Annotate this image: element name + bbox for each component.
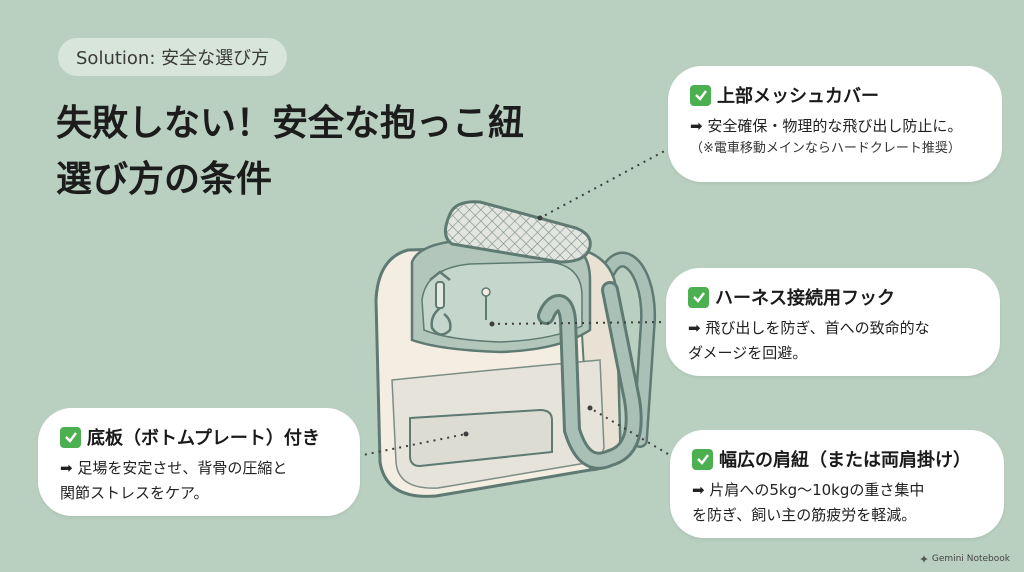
check-icon bbox=[60, 426, 81, 448]
title-line-1: 失敗しない！安全な抱っこ紐 bbox=[56, 103, 525, 144]
callout-heading: ハーネス接続用フック bbox=[715, 288, 895, 309]
gemini-logo-icon bbox=[919, 555, 928, 563]
callout-heading: 幅広の肩紐（または両肩掛け） bbox=[719, 450, 971, 471]
callout-body-line: ➡ 片肩への5kg〜10kgの重さ集中 bbox=[692, 481, 925, 499]
check-icon bbox=[690, 84, 711, 106]
harness-hook-icon bbox=[429, 270, 491, 336]
callout-body-line: ➡ 安全確保・物理的な飛び出し防止に。 bbox=[690, 117, 963, 135]
footer-credit: Gemini Notebook bbox=[919, 554, 1010, 564]
callout-wide-strap: 幅広の肩紐（または両肩掛け） ➡ 片肩への5kg〜10kgの重さ集中 を防ぎ、飼… bbox=[670, 430, 1004, 538]
check-icon bbox=[692, 448, 713, 470]
section-tag: Solution: 安全な選び方 bbox=[58, 38, 288, 76]
callout-body-line: 関節ストレスをケア。 bbox=[60, 484, 209, 502]
callout-mesh-cover: 上部メッシュカバー ➡ 安全確保・物理的な飛び出し防止に。 （※電車移動メインな… bbox=[668, 66, 1002, 182]
callout-bottom-plate: 底板（ボトムプレート）付き ➡ 足場を安定させ、背骨の圧縮と 関節ストレスをケア… bbox=[38, 408, 360, 516]
callout-body-line: を防ぎ、飼い主の筋疲労を軽減。 bbox=[692, 506, 917, 524]
title-line-2: 選び方の条件 bbox=[56, 159, 273, 200]
footer-text: Gemini Notebook bbox=[931, 554, 1010, 564]
callout-body-line: ダメージを回避。 bbox=[688, 344, 808, 362]
callout-body-line: ➡ 飛び出しを防ぎ、首への致命的な bbox=[688, 319, 930, 337]
callout-heading: 底板（ボトムプレート）付き bbox=[87, 428, 320, 449]
callout-heading: 上部メッシュカバー bbox=[717, 86, 879, 107]
bag-bottom-plate bbox=[409, 408, 553, 468]
check-icon bbox=[688, 286, 709, 308]
callout-note: （※電車移動メインならハードクレート推奨） bbox=[690, 141, 961, 156]
callout-harness-hook: ハーネス接続用フック ➡ 飛び出しを防ぎ、首への致命的な ダメージを回避。 bbox=[666, 268, 1000, 376]
callout-body-line: ➡ 足場を安定させ、背骨の圧縮と bbox=[60, 459, 288, 477]
connector-lines bbox=[357, 147, 671, 457]
page-title: 失敗しない！安全な抱っこ紐 選び方の条件 bbox=[56, 96, 616, 208]
